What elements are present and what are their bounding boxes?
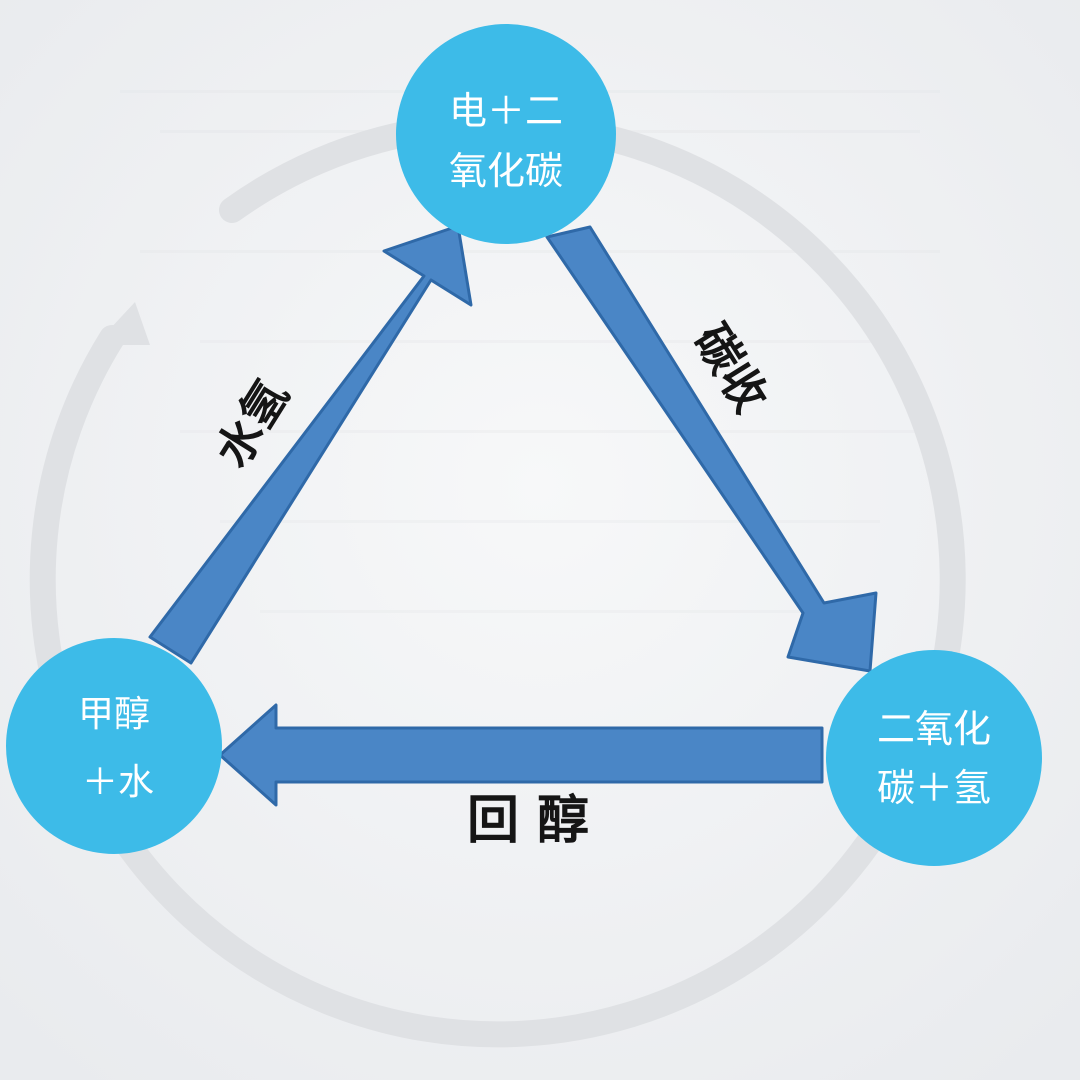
arrow-left-to-top xyxy=(148,224,473,665)
node-left-line1: 甲醇 xyxy=(78,694,150,735)
arrows xyxy=(148,224,878,807)
node-left-line2: ＋水 xyxy=(82,762,154,803)
node-top-line1: 电＋二 xyxy=(449,89,563,133)
node-right-circle xyxy=(826,650,1042,866)
node-top: 电＋二 氧化碳 xyxy=(396,24,616,244)
arrow-top-to-right xyxy=(545,225,878,673)
arrow-right-to-left xyxy=(218,703,824,807)
node-right-line2: 碳＋氢 xyxy=(877,766,991,810)
ring-arrowhead xyxy=(95,302,150,345)
node-top-line2: 氧化碳 xyxy=(449,149,563,193)
node-left-circle xyxy=(6,638,222,854)
node-top-circle xyxy=(396,24,616,244)
node-right: 二氧化 碳＋氢 xyxy=(826,650,1042,866)
node-left: 甲醇 ＋水 xyxy=(6,638,222,854)
node-right-line1: 二氧化 xyxy=(877,707,991,751)
edge-label-back-to-methanol: 回 醇 xyxy=(467,791,589,851)
